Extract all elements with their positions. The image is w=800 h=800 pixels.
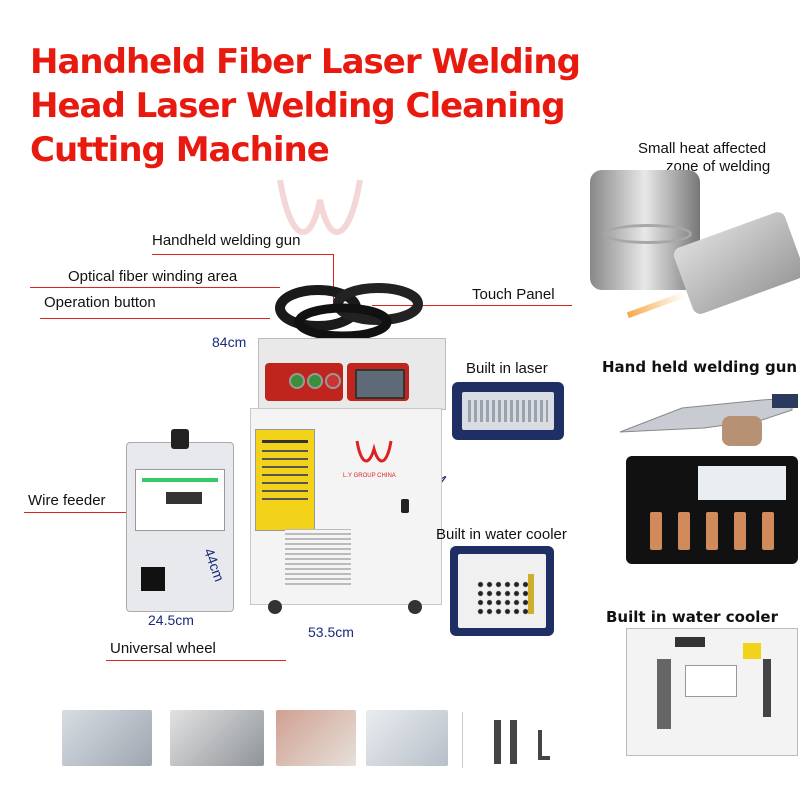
copper-nozzle-icon [734,512,746,550]
label-small-heat-1: Small heat affected [638,140,767,157]
label-touch-panel: Touch Panel [472,286,555,303]
water-cooler-panel [450,546,554,636]
warning-triangle-icon [743,643,761,659]
title-line-3: Cutting Machine [30,130,330,170]
nozzle-kit-case [626,456,798,564]
accessory-hose-thumb [170,710,264,766]
laser-beam-icon [626,291,686,319]
wheel-icon [268,600,282,614]
title-line-1: Handheld Fiber Laser Welding [30,42,581,82]
touch-panel-frame [347,363,409,401]
watermark-logo-icon [277,179,363,235]
accessory-lens-thumb [276,710,356,766]
brand-logo-text: L.Y GROUP CHINA [343,473,396,479]
feeder-handle [171,429,189,449]
feeder-control-panel [135,469,225,531]
callout-line-gun-drop [333,254,334,302]
red-button-icon[interactable] [325,373,341,389]
wheel-icon [408,600,422,614]
copper-nozzle-icon [762,512,774,550]
title-line-2: Head Laser Welding Cleaning [30,86,566,126]
machine-cabinet: L.Y GROUP CHINA [250,408,442,605]
vent-grille [285,529,351,585]
weld-seam-icon [604,224,692,244]
label-wire-feeder: Wire feeder [28,492,106,509]
water-cooler-unit [458,554,546,628]
door-handle[interactable] [401,499,409,513]
callout-line-fiber [30,287,280,288]
callout-line-gun [152,254,334,255]
feeder-socket [141,567,165,591]
accessory-protective-lens-thumb [366,710,448,766]
wire-feeder-unit [126,429,234,612]
label-built-in-water-cooler: Built in water cooler [436,526,567,543]
green-button-icon[interactable] [289,373,305,389]
green-button-icon[interactable] [307,373,323,389]
copper-nozzle-icon [678,512,690,550]
water-cooler-image [626,628,798,756]
copper-nozzle-icon [650,512,662,550]
label-operation-button: Operation button [44,294,156,311]
welding-gun-image [612,380,798,450]
built-in-laser-panel [452,382,564,440]
label-hand-held-gun: Hand held welding gun [602,358,798,376]
label-universal-wheel: Universal wheel [110,640,216,657]
warning-label [255,429,315,531]
touch-panel-screen[interactable] [355,369,405,399]
label-built-in-laser: Built in laser [466,360,548,377]
label-built-in-water-cooler-2: Built in water cooler [606,608,778,626]
copper-nozzle-icon [706,512,718,550]
cooler-vent-holes [476,580,528,616]
page-title: Handheld Fiber Laser Welding Head Laser … [30,40,590,172]
accessory-cable-thumb [62,710,152,766]
callout-line-operation [40,318,270,319]
callout-line-wire-feeder [24,512,130,513]
laser-module [462,392,554,430]
fiber-coil [258,280,448,341]
callout-line-wheel [106,660,286,661]
callout-line-touch [372,305,572,306]
dim-feeder-width: 24.5cm [148,612,194,628]
ly-logo-icon [355,440,393,463]
dim-height-top: 84cm [212,334,247,350]
dim-machine-width: 53.5cm [308,624,354,640]
wrench-tools-icon [494,720,550,764]
label-handheld-welding-gun: Handheld welding gun [152,232,301,249]
label-optical-fiber-area: Optical fiber winding area [68,268,238,285]
machine-top-panel [258,338,446,410]
